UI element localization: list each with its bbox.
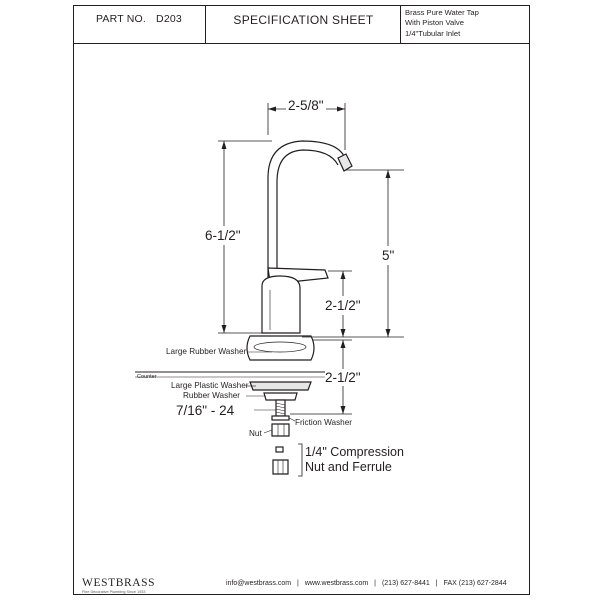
header-row: PART NO. D203 SPECIFICATION SHEET Brass P… [74,6,529,44]
washer-ellipse [253,341,307,353]
part-number-value: D203 [156,13,182,25]
spout-tip [337,153,353,172]
arrow-handle-bottom [340,329,346,337]
dim-handle-height: 2-1/2" [325,296,361,315]
large-plastic-washer-shape [249,381,312,391]
contact-email: info@westbrass.com [226,580,292,587]
arrow-shank-bottom [340,406,346,414]
separator-3: | [435,580,438,587]
label-large-rubber-washer: Large Rubber Washer [166,347,247,356]
dim-spout-reach: 2-5/8" [286,98,326,113]
footer: WESTBRASS Fine Decorative Plumbing Since… [76,577,526,594]
part-number-cell: PART NO. D203 [74,6,206,43]
arrow-5-top [385,170,391,178]
nut-facets [277,424,285,436]
label-friction-washer: Friction Washer [295,418,353,427]
separator-1: | [297,580,299,587]
compression-nut-shape [272,459,289,475]
faucet-spout-inner [276,149,339,278]
arrow-2-5-8-right [337,106,345,112]
compression-bracket [298,443,303,477]
leader-friction-washer [288,417,296,422]
arrow-6-1-2-bottom [221,325,227,333]
label-large-plastic-washer: Large Plastic Washer [171,381,249,390]
rubber-washer-shape [263,392,298,401]
compression-nut-facets [277,460,284,474]
separator-2: | [374,580,376,587]
part-number: PART NO. D203 [96,13,182,25]
leader-nut [263,429,273,434]
label-compression-line-1: 1/4" Compression [305,445,404,459]
label-nut: Nut [249,429,262,438]
label-counter: Counter [137,374,157,380]
contact-website: www.westbrass.com [304,580,369,587]
label-compression-line-2: Nut and Ferrule [305,460,392,474]
dim-shank-length: 2-1/2" [325,369,361,386]
ferrule-shape [275,446,284,453]
brand-tagline: Fine Decorative Plumbing Since 1933 [82,590,146,594]
description-line-3: 1/4"Tubular Inlet [405,28,461,38]
faucet-body [261,275,301,334]
dim-thread-size: 7/16" - 24 [176,403,235,418]
brand-logo: WESTBRASS [82,577,156,589]
arrow-6-1-2-top [221,141,227,149]
large-rubber-washer-shape [246,335,315,361]
arrow-5-bottom [385,329,391,337]
label-rubber-washer: Rubber Washer [183,391,241,400]
contact-info: info@westbrass.com | www.westbrass.com |… [224,580,509,587]
arrow-handle-top [340,271,346,279]
product-description: Brass Pure Water Tap With Piston Valve 1… [405,8,479,39]
description-line-2: With Piston Valve [405,18,464,28]
description-cell: Brass Pure Water Tap With Piston Valve 1… [401,6,529,43]
title-cell: SPECIFICATION SHEET [206,6,401,43]
nut-shape [271,423,290,437]
label-compression: 1/4" Compression Nut and Ferrule [305,445,404,475]
arrow-2-5-8-left [268,106,276,112]
dim-overall-height: 6-1/2" [205,226,241,245]
thread-marks [275,402,286,415]
arrow-shank-top [340,340,346,348]
contact-phone: (213) 627-8441 [381,580,430,587]
spec-sheet-frame: PART NO. D203 SPECIFICATION SHEET Brass P… [73,5,530,595]
faucet-spout [267,140,346,278]
sheet-title: SPECIFICATION SHEET [233,13,374,27]
part-number-label: PART NO. [96,13,147,25]
description-line-1: Brass Pure Water Tap [405,8,479,17]
dim-spout-height: 5" [382,246,395,265]
contact-fax: FAX (213) 627-2844 [443,580,507,587]
friction-washer-shape [271,415,290,421]
